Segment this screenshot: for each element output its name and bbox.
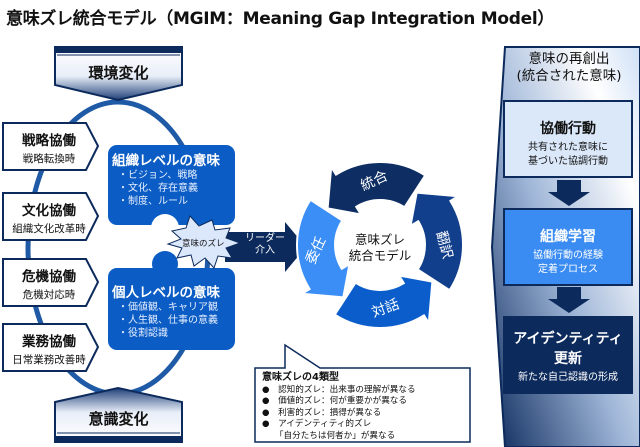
gap-type-item: ● 価値的ズレ：何が重要かが異なる	[262, 396, 407, 406]
org-piece-shape	[108, 145, 235, 225]
leader-line2: 介入	[255, 245, 275, 256]
stage-sub: 協働行動の経験	[533, 250, 603, 261]
box-shape	[2, 258, 100, 307]
individual-item: ・人生観、仕事の意義	[118, 315, 218, 326]
individual-meaning-title: 個人レベルの意味	[112, 285, 220, 301]
collab-sub: 戦略転換時	[22, 153, 76, 165]
individual-piece-shape	[108, 268, 235, 350]
gap-starburst	[166, 215, 242, 269]
box-shape	[2, 122, 100, 171]
gap-label: 意味のズレ	[182, 239, 225, 249]
gap-type-item: 「自分たちは何者か」が異なる	[262, 430, 396, 441]
stage-sub: 定着プロセス	[538, 264, 598, 275]
recreation-title-line2: (統合された意味)	[516, 68, 622, 84]
cycle-arrow-3	[296, 198, 351, 299]
org-item: ・文化、存在意義	[118, 183, 198, 194]
stage-title: アイデンティティ	[513, 331, 623, 347]
collab-title: 業務協働	[22, 334, 76, 350]
stage-collaborative-action: 協働行動 共有された意味に 基づいた協調行動	[503, 100, 633, 178]
down-arrow	[548, 287, 590, 313]
collab-operations: 業務協働 日常業務改善時	[3, 324, 95, 367]
cycle-center-line1: 意味ズレ	[354, 232, 405, 247]
individual-item: ・価値観、キャリア観	[118, 302, 218, 313]
cycle-arrow-0	[326, 161, 427, 216]
collab-sub: 危機対応時	[22, 289, 76, 301]
org-meaning-title: 組織レベルの意味	[112, 153, 220, 169]
gap-type-item: ● 利害的ズレ：損得が異なる	[262, 407, 382, 418]
stage-identity-update: アイデンティティ 更新 新たな自己認識の形成	[503, 316, 633, 394]
individual-item: ・役割認識	[118, 328, 168, 339]
stage-sub: 基づいた協調行動	[528, 156, 608, 167]
collab-sub: 日常業務改善時	[12, 354, 86, 366]
collab-strategy: 戦略協働 戦略転換時	[3, 123, 95, 166]
stage-title: 協働行動	[540, 121, 596, 137]
collab-sub: 組織文化改革時	[12, 223, 86, 235]
box-shape	[2, 192, 100, 241]
collab-title: 戦略協働	[22, 133, 76, 149]
collab-title: 文化協働	[22, 203, 76, 219]
callout-shape	[254, 343, 471, 443]
org-item: ・ビジョン、戦略	[118, 170, 198, 181]
stage-title-line2: 更新	[554, 351, 582, 367]
recreation-title-line1: 意味の再創出	[528, 51, 610, 67]
down-arrow	[548, 180, 590, 206]
collab-crisis: 危機協働 危機対応時	[3, 259, 95, 302]
top-banner: 環境変化	[88, 64, 149, 82]
collab-culture: 文化協働 組織文化改革時	[3, 193, 95, 236]
gap-type-item: ● 認知的ズレ：出来事の理解が異なる	[262, 384, 416, 395]
cycle-step-label: 翻訳	[433, 229, 456, 260]
cycle-center-line2: 統合モデル	[348, 248, 412, 263]
org-meaning: 組織レベルの意味 ・ビジョン、戦略 ・文化、存在意義 ・制度、ルール	[112, 149, 237, 208]
box-shape	[2, 323, 100, 372]
cycle-arrow-1	[409, 191, 464, 292]
top-banner-shape	[54, 46, 183, 102]
stage-sub: 新たな自己認識の形成	[518, 372, 618, 383]
gap-type-item: ● アイデンティティ的ズレ	[262, 419, 372, 429]
bottom-banner-shape	[54, 386, 183, 443]
recreation-title: 意味の再創出 (統合された意味)	[500, 51, 638, 85]
page-title: 意味ズレ統合モデル（MGIM：Meaning Gap Integration M…	[6, 9, 555, 29]
cycle-center-label: 意味ズレ 統合モデル	[340, 232, 420, 264]
individual-meaning: 個人レベルの意味 ・価値観、キャリア観 ・人生観、仕事の意義 ・役割認識	[112, 281, 237, 340]
leader-line1: リーダー	[245, 233, 285, 244]
bottom-banner: 意識変化	[88, 410, 149, 428]
leader-arrow-shape	[225, 222, 306, 272]
collab-title: 危機協働	[22, 269, 76, 285]
stage-title: 組織学習	[540, 229, 596, 245]
stage-organizational-learning: 組織学習 協働行動の経験 定着プロセス	[503, 208, 633, 286]
cycle-arrow-2	[333, 274, 434, 329]
leader-intervention: リーダー 介入	[237, 233, 293, 257]
stage-sub: 共有された意味に	[528, 142, 608, 153]
gap-types-title: 意味ズレの4類型	[262, 372, 339, 383]
gap-types-callout: 意味ズレの4類型 ● 認知的ズレ：出来事の理解が異なる ● 価値的ズレ：何が重要…	[262, 372, 467, 442]
org-item: ・制度、ルール	[118, 196, 188, 207]
